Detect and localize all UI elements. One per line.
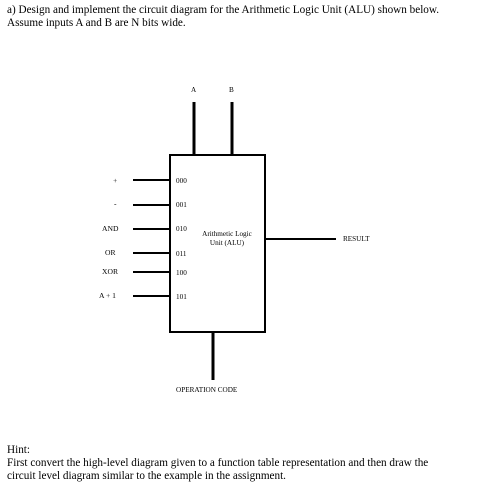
alu-box [169,154,266,333]
operation-row: + 000 [113,176,187,185]
question-line-2: Assume inputs A and B are N bits wide. [7,17,186,29]
operation-code: 101 [176,293,187,301]
hint-line-1: First convert the high-level diagram giv… [7,457,429,469]
result-label: RESULT [343,235,370,243]
alu-label-line-2: Unit (ALU) [210,239,245,247]
operation-row: A + 1 101 [99,291,187,301]
operation-code: 011 [176,250,187,258]
operation-code: 001 [176,201,187,209]
input-a-label: A [191,86,197,94]
input-b-label: B [229,86,234,94]
operation-row: - 001 [114,199,187,209]
question-text: a) Design and implement the circuit diag… [7,4,477,30]
question-line-1: a) Design and implement the circuit diag… [7,4,440,16]
operation-row: XOR 100 [102,267,187,277]
operation-code: 010 [176,225,187,233]
operation-row: OR 011 [105,248,187,258]
operation-code: 100 [176,269,187,277]
operation-row: AND 010 [102,224,187,233]
hint-block: Hint: First convert the high-level diagr… [7,444,475,483]
operation-name: + [113,176,117,185]
operation-name: - [114,199,117,208]
operation-name: A + 1 [99,291,116,300]
operation-name: AND [102,224,119,233]
operation-code: 000 [176,177,187,185]
hint-title: Hint: [7,444,30,456]
operation-name: OR [105,248,116,257]
alu-label-line-1: Arithmetic Logic [202,230,252,238]
hint-line-2: circuit level diagram similar to the exa… [7,470,286,482]
operation-name: XOR [102,267,119,276]
operation-code-label: OPERATION CODE [176,386,238,394]
